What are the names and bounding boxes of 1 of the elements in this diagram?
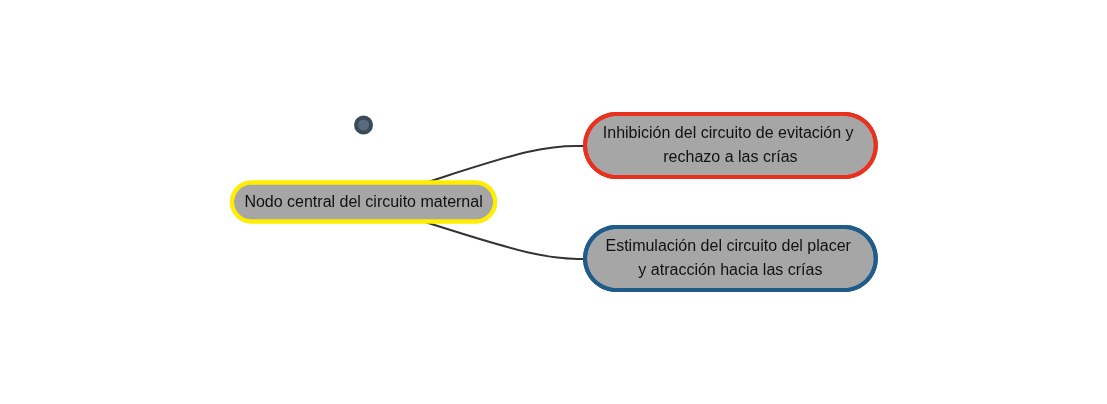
node-circle xyxy=(353,115,373,135)
